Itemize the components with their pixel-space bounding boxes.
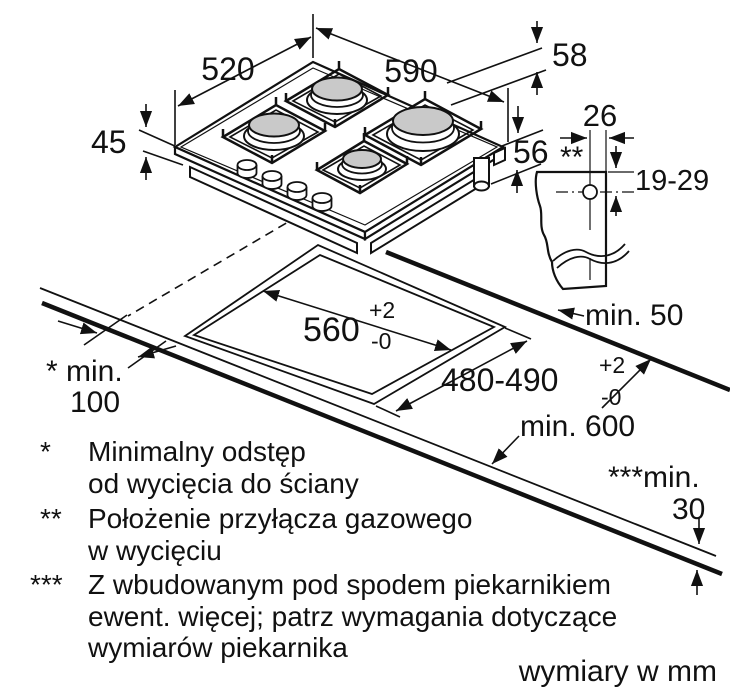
min100-ext-line-wall <box>83 314 128 346</box>
dim1929-label: 19-29 <box>635 165 709 197</box>
min600-arrow-front <box>491 435 520 465</box>
gas-connection-hole <box>582 184 598 200</box>
legend-marker-3: *** <box>30 569 63 600</box>
cutout-depth-ext-line-rear <box>504 327 532 340</box>
cutout-inner-outline <box>191 253 497 395</box>
dim45-label: 45 <box>91 124 127 160</box>
dim45-ext-bottom <box>142 150 184 166</box>
dim45-ext-top <box>138 129 178 148</box>
min100-value: 100 <box>70 386 120 419</box>
dim520-line <box>177 36 312 107</box>
min30-value: 30 <box>672 493 705 526</box>
cutout-width-dimension-line <box>262 289 452 352</box>
cutout-depth-dimension: 480-490 +2 -0 <box>441 344 634 410</box>
min100-label: * min. <box>46 355 123 388</box>
wall-line <box>385 249 730 393</box>
burner-back-right <box>386 106 460 152</box>
legend-text: Z wbudowanym pod spodem piekarnikiem <box>88 569 611 600</box>
min50-label: min. 50 <box>585 299 683 332</box>
cutout-width-dimension: 560 +2 -0 <box>303 288 405 354</box>
dim58-ext-bottom <box>450 69 547 106</box>
min50-arrow <box>557 307 585 320</box>
gas-connection-detail: 26 ** 19-29 <box>534 98 709 291</box>
hob-isometric-drawing <box>172 60 506 255</box>
cutout-depth-dimension-line <box>395 340 528 412</box>
worktop-front-edge-line <box>39 287 717 557</box>
projection-dashed-line <box>127 207 313 317</box>
units-note: wymiary w mm <box>518 655 717 688</box>
min30-label: ***min. <box>608 461 700 494</box>
burner-back-left <box>306 76 368 115</box>
gas-position-marker: ** <box>560 141 584 174</box>
dim26-label: 26 <box>583 98 617 133</box>
hob-dimensions: 520 590 45 58 56 <box>91 14 588 193</box>
burner-front-right <box>337 149 387 181</box>
hob-leg-foot <box>473 180 490 192</box>
dim590-label: 590 <box>384 53 437 89</box>
dim58-ext-top <box>446 47 543 84</box>
legend-text: od wycięcia do ściany <box>88 468 359 499</box>
legend-text: Położenie przyłącza gazowego <box>88 503 472 534</box>
min100-arrow-left <box>57 320 98 335</box>
dim56-ext-top <box>501 129 544 147</box>
legend-text: w wycięciu <box>87 535 222 566</box>
burner-cap <box>311 76 363 102</box>
burner-front-left <box>243 112 305 151</box>
legend-text: Minimalny odstęp <box>88 436 306 467</box>
control-knobs <box>236 159 333 212</box>
legend-marker-1: * <box>40 436 51 467</box>
burner-cap <box>342 149 382 169</box>
burner-cap <box>248 112 300 138</box>
cutout-outer-outline <box>183 243 507 405</box>
legend: * Minimalny odstęp od wycięcia do ściany… <box>30 436 717 688</box>
hob-body-front-left <box>189 165 358 255</box>
worktop-drawing: 560 +2 -0 480-490 +2 -0 * min. 100 min. … <box>39 207 730 595</box>
dim590-line <box>315 27 505 103</box>
dim520-label: 520 <box>201 51 254 87</box>
dim56-label: 56 <box>513 134 549 170</box>
dim58-label: 58 <box>552 37 588 73</box>
min600-label: min. 600 <box>520 410 635 443</box>
burner-cap <box>392 106 454 136</box>
min100-arrow-right <box>137 345 177 359</box>
legend-marker-2: ** <box>40 503 62 534</box>
cutout-depth-ext-line-front <box>375 405 401 418</box>
legend-text: ewent. więcej; patrz wymagania dotyczące <box>88 601 617 632</box>
hob-corner-foot <box>493 146 506 167</box>
legend-text: wymiarów piekarnika <box>87 632 348 663</box>
break-line-1 <box>552 243 626 262</box>
min600-arrow-rear <box>601 358 652 409</box>
